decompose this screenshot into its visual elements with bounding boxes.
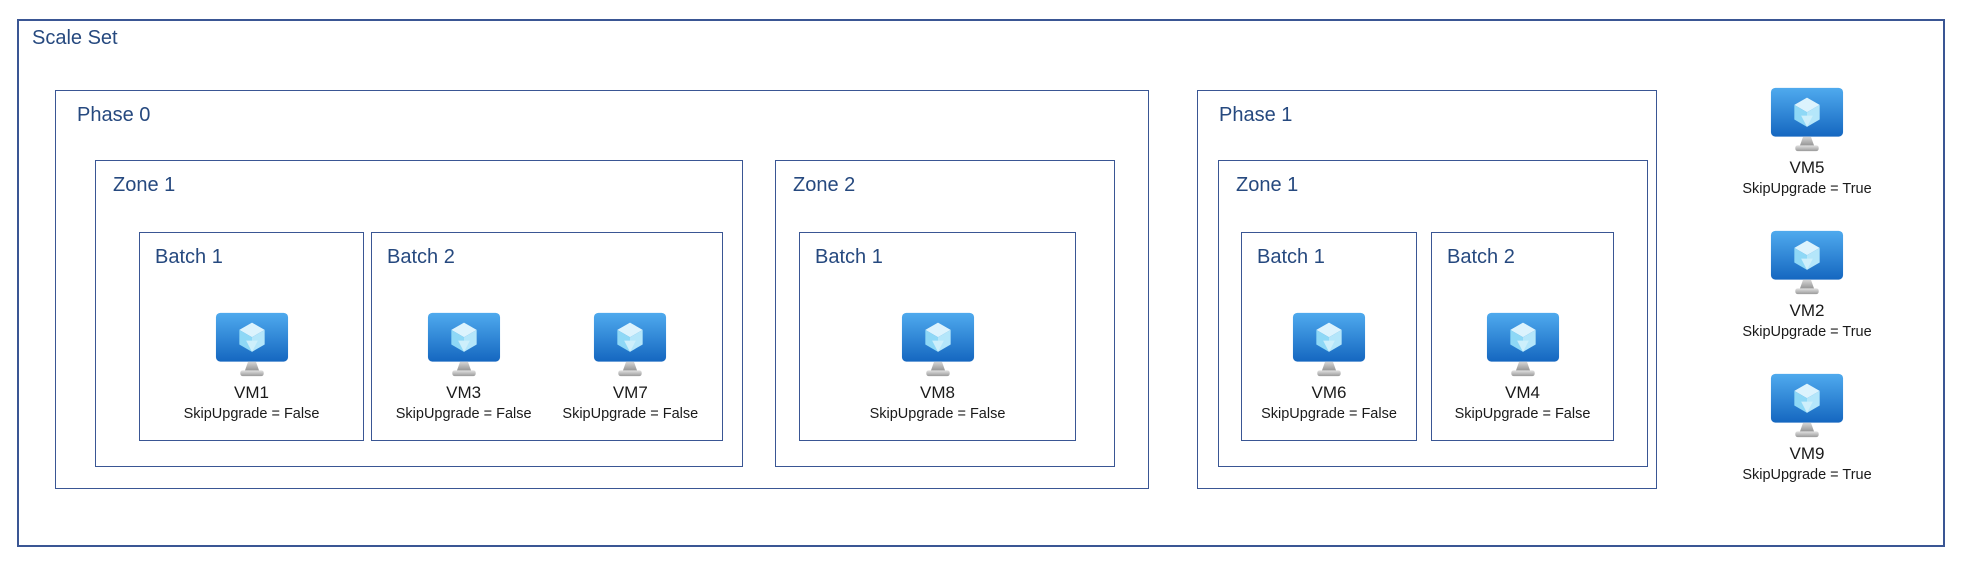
phase-0-box: Phase 0 Zone 1 Batch 1 bbox=[55, 90, 1149, 489]
vm-name: VM5 bbox=[1789, 158, 1825, 177]
vm-name: VM1 bbox=[234, 383, 269, 402]
vm-row: VM3 SkipUpgrade = False bbox=[372, 312, 722, 423]
phase-0-zone-2-batch-1-label: Batch 1 bbox=[815, 246, 883, 268]
phase-1-zone-1-batch-2-box: Batch 2 VM4 SkipUpgrade = bbox=[1431, 232, 1614, 441]
azure-virtual-machine-icon bbox=[1770, 230, 1844, 295]
vm-status: SkipUpgrade = True bbox=[1742, 324, 1872, 340]
azure-virtual-machine-icon bbox=[1292, 312, 1366, 377]
vm-name: VM8 bbox=[920, 383, 955, 402]
vm-name: VM9 bbox=[1789, 444, 1825, 463]
phase-0-label: Phase 0 bbox=[77, 104, 151, 126]
phase-0-zone-1-batch-1-label: Batch 1 bbox=[155, 246, 223, 268]
phase-0-zone-1-label: Zone 1 bbox=[113, 174, 176, 196]
vm-status: SkipUpgrade = False bbox=[1261, 406, 1397, 422]
vm-block: VM1 SkipUpgrade = False bbox=[177, 312, 327, 423]
vm-name: VM2 bbox=[1789, 301, 1825, 320]
vm-row: VM8 SkipUpgrade = False bbox=[800, 312, 1075, 423]
scale-set-label: Scale Set bbox=[32, 27, 118, 49]
vm-status: SkipUpgrade = False bbox=[183, 406, 320, 422]
vm-block: VM7 SkipUpgrade = False bbox=[555, 312, 705, 423]
phase-1-label: Phase 1 bbox=[1219, 104, 1293, 126]
vm-row: VM6 SkipUpgrade = False bbox=[1242, 312, 1416, 423]
phase-1-box: Phase 1 Zone 1 Batch 1 bbox=[1197, 90, 1657, 489]
phase-1-zone-1-batch-2-label: Batch 2 bbox=[1447, 246, 1515, 268]
phase-1-zone-1-batch-1-box: Batch 1 VM6 SkipUpgrade = bbox=[1241, 232, 1417, 441]
vm-name: VM7 bbox=[612, 383, 648, 402]
phase-0-zone-2-batch-1-box: Batch 1 VM8 SkipUpgrade = bbox=[799, 232, 1076, 441]
vm-block: VM5 SkipUpgrade = True bbox=[1732, 87, 1882, 198]
vm-status: SkipUpgrade = False bbox=[1454, 406, 1591, 422]
phase-0-zone-1-batch-1-box: Batch 1 VM1 SkipUpgrade = bbox=[139, 232, 364, 441]
vm-name: VM4 bbox=[1505, 383, 1540, 402]
vm-row: VM1 SkipUpgrade = False bbox=[140, 312, 363, 423]
phase-1-zone-1-batch-1-label: Batch 1 bbox=[1257, 246, 1325, 268]
vm-status: SkipUpgrade = False bbox=[869, 406, 1006, 422]
vm-status: SkipUpgrade = False bbox=[562, 406, 699, 422]
azure-virtual-machine-icon bbox=[1770, 87, 1844, 152]
vm-block: VM2 SkipUpgrade = True bbox=[1732, 230, 1882, 341]
phase-0-zone-1-batch-2-label: Batch 2 bbox=[387, 246, 455, 268]
vm-status: SkipUpgrade = False bbox=[395, 406, 532, 422]
vm-name: VM3 bbox=[446, 383, 482, 402]
vm-status: SkipUpgrade = True bbox=[1742, 467, 1872, 483]
azure-virtual-machine-icon bbox=[1486, 312, 1559, 377]
phase-0-zone-1-box: Zone 1 Batch 1 bbox=[95, 160, 743, 467]
standalone-vm-column: VM5 SkipUpgrade = True VM2 SkipUpgrade =… bbox=[1682, 87, 1932, 484]
azure-virtual-machine-icon bbox=[427, 312, 500, 377]
vm-name: VM6 bbox=[1311, 383, 1347, 402]
phase-1-zone-1-label: Zone 1 bbox=[1236, 174, 1299, 196]
phase-1-zone-1-box: Zone 1 Batch 1 bbox=[1218, 160, 1648, 467]
phase-0-zone-2-box: Zone 2 Batch 1 bbox=[775, 160, 1115, 467]
vm-block: VM3 SkipUpgrade = False bbox=[389, 312, 539, 423]
vm-block: VM6 SkipUpgrade = False bbox=[1254, 312, 1404, 423]
scale-set-box: Scale Set Phase 0 Zone 1 Batch 1 bbox=[17, 19, 1945, 547]
phase-0-zone-1-batch-2-box: Batch 2 VM3 SkipUpgrade = bbox=[371, 232, 723, 441]
vm-status: SkipUpgrade = True bbox=[1742, 181, 1872, 197]
azure-virtual-machine-icon bbox=[1770, 373, 1844, 438]
vm-block: VM8 SkipUpgrade = False bbox=[863, 312, 1013, 423]
azure-virtual-machine-icon bbox=[901, 312, 974, 377]
azure-virtual-machine-icon bbox=[215, 312, 288, 377]
azure-virtual-machine-icon bbox=[594, 312, 667, 377]
vm-row: VM4 SkipUpgrade = False bbox=[1432, 312, 1613, 423]
phase-0-zone-2-label: Zone 2 bbox=[793, 174, 856, 196]
vm-block: VM4 SkipUpgrade = False bbox=[1448, 312, 1598, 423]
vm-block: VM9 SkipUpgrade = True bbox=[1732, 373, 1882, 484]
